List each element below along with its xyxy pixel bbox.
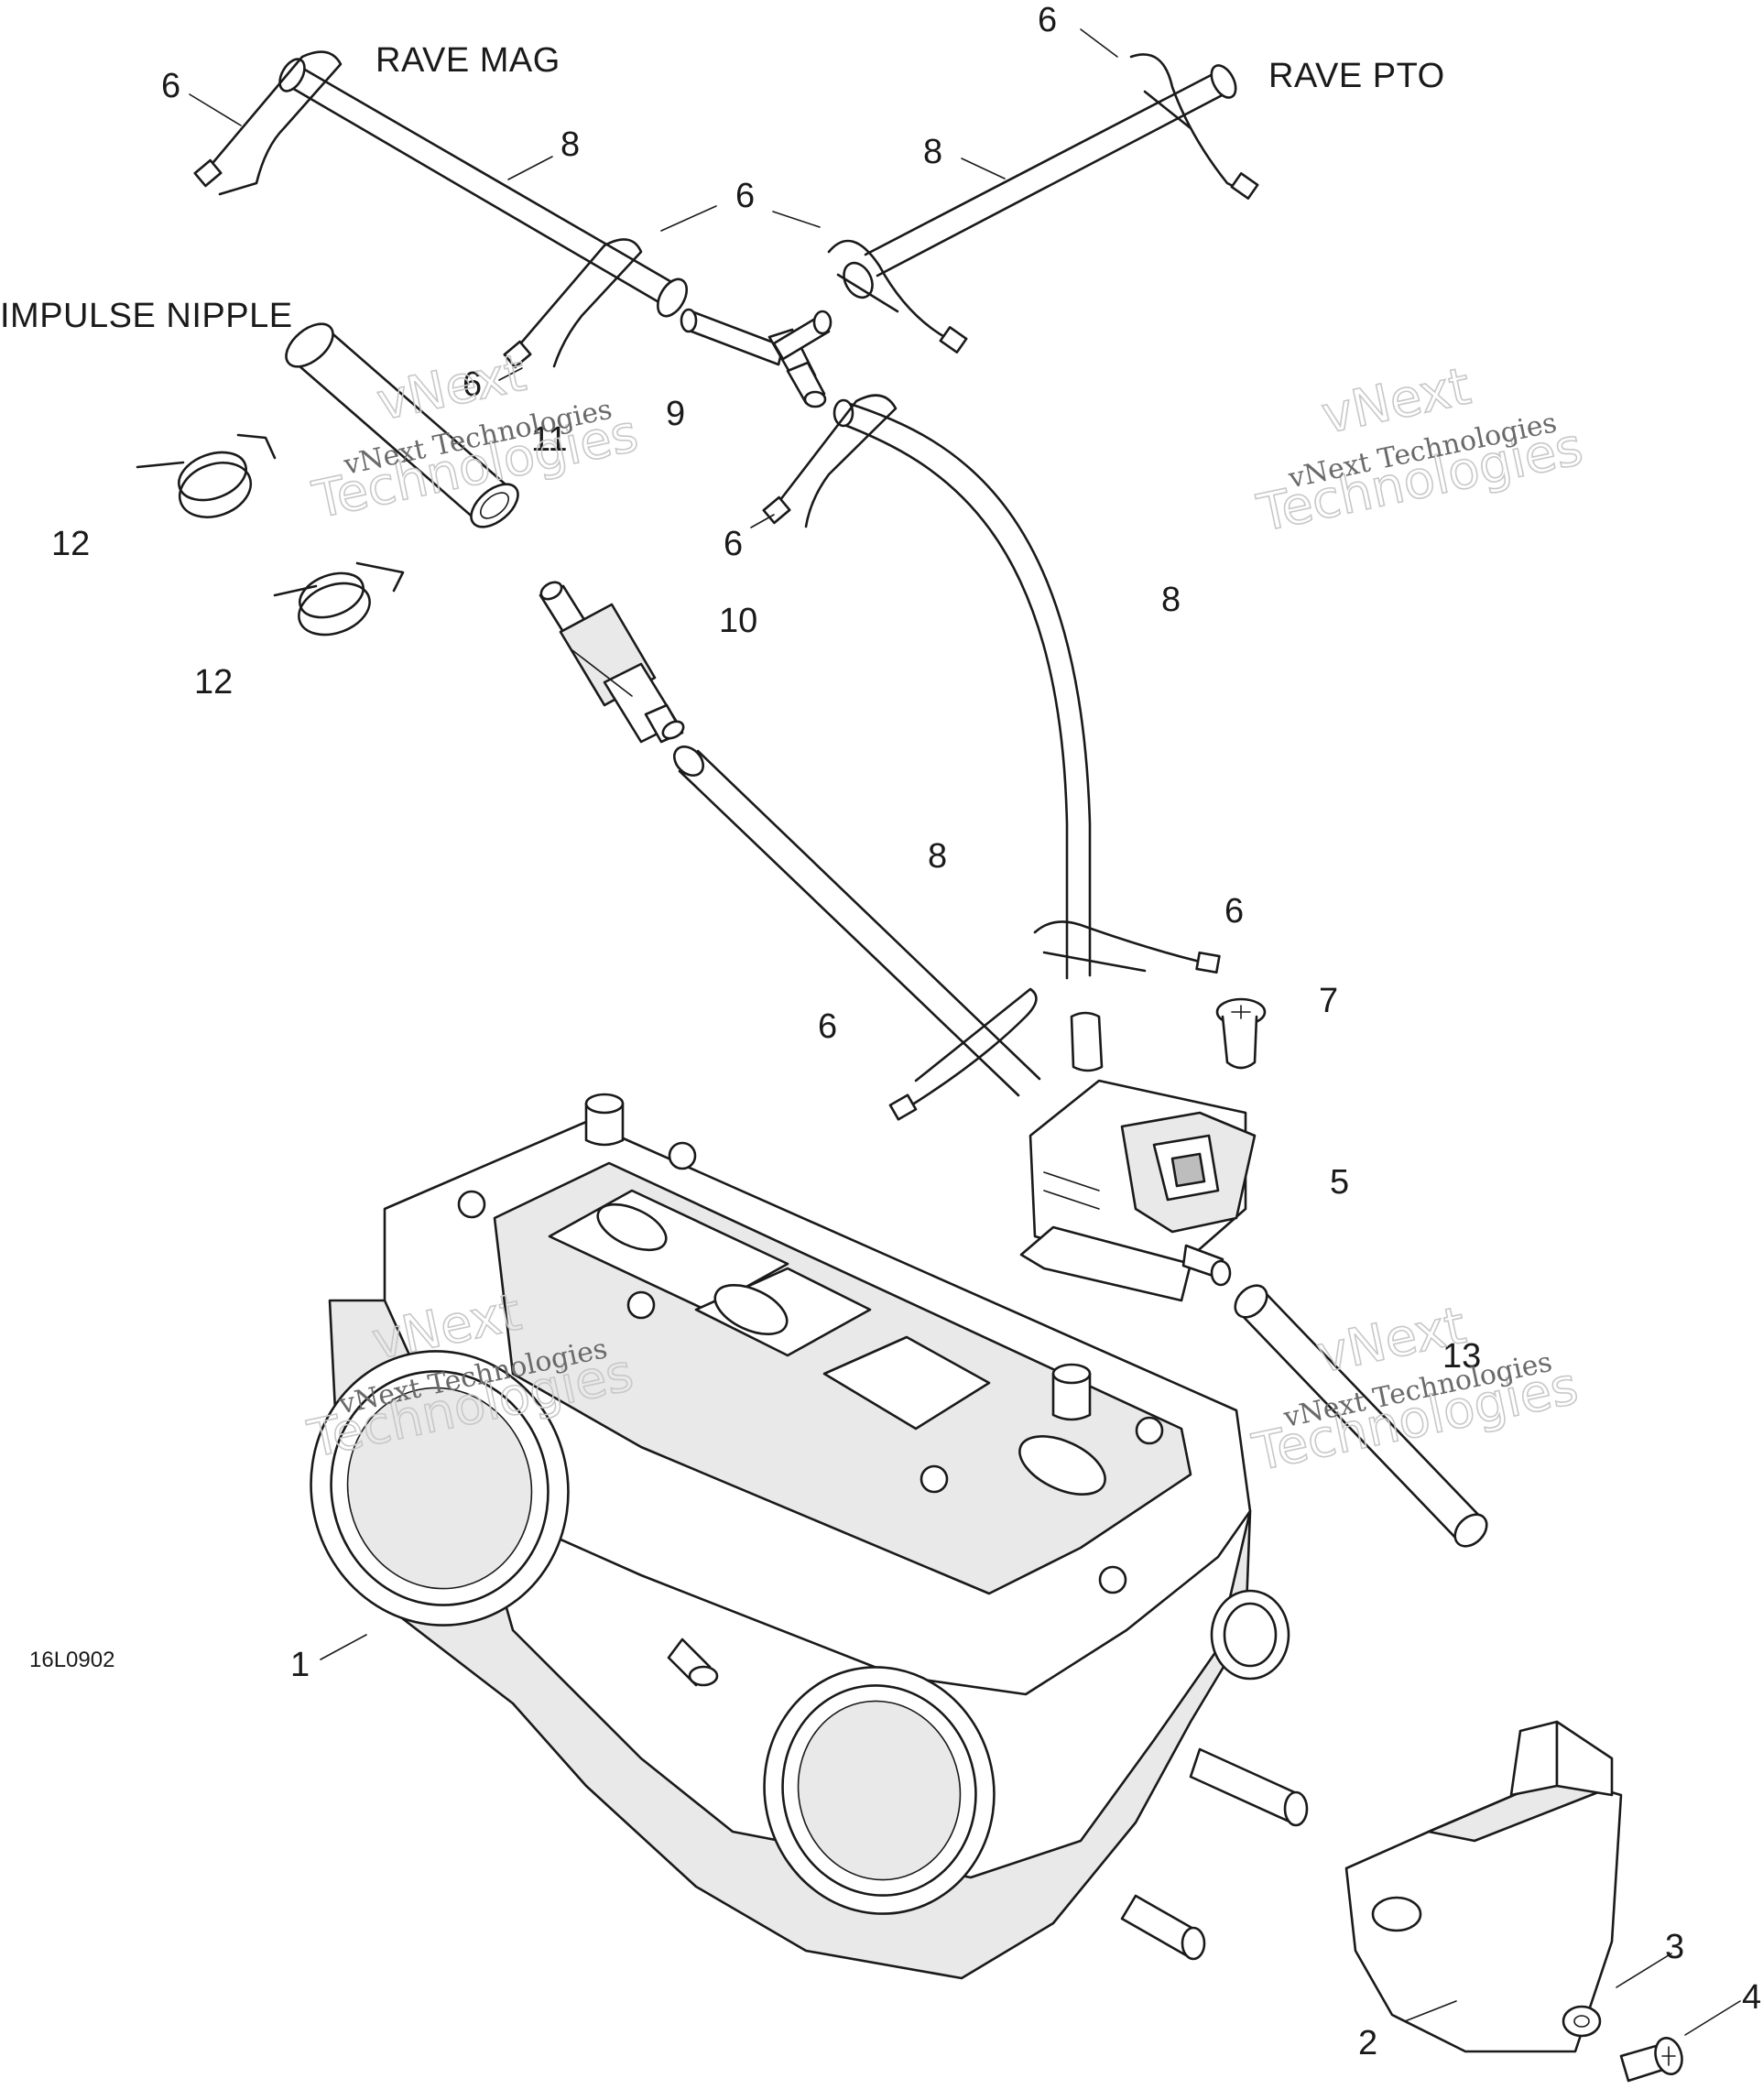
callout-8: 8 — [1161, 581, 1181, 619]
check-valve[interactable] — [539, 579, 687, 744]
cable-tie-1[interactable] — [193, 50, 343, 196]
callout-7: 7 — [1319, 982, 1338, 1020]
drawing-code: 16L0902 — [29, 1648, 114, 1672]
callout-1: 1 — [290, 1646, 310, 1684]
hose-rave-pto[interactable] — [838, 61, 1240, 302]
watermark-4: vNext Technologies vNext Technologies — [1246, 1295, 1583, 1484]
callout-6: 6 — [724, 525, 743, 563]
hose-clip-lower[interactable] — [273, 561, 405, 644]
hose-clip-upper[interactable] — [136, 433, 277, 527]
leader-lines — [189, 28, 1741, 2036]
callout-3: 3 — [1665, 1928, 1684, 1966]
callout-6: 6 — [735, 177, 755, 215]
rave-solenoid[interactable] — [1019, 1011, 1257, 1302]
callout-8: 8 — [923, 133, 942, 171]
callout-8: 8 — [560, 125, 580, 164]
callout-13: 13 — [1442, 1337, 1481, 1376]
caption-rave-pto: RAVE PTO — [1268, 57, 1445, 95]
callout-8: 8 — [928, 837, 947, 876]
screw-tps[interactable] — [1619, 2035, 1686, 2083]
watermark-2: vNext Technologies vNext Technologies — [1252, 356, 1589, 545]
hose-lower[interactable] — [669, 741, 1041, 1097]
caption-impulse-nipple: IMPULSE NIPPLE — [0, 297, 293, 335]
cable-tie-2[interactable] — [1129, 53, 1259, 200]
tps-sensor[interactable] — [1344, 1720, 1623, 2053]
callout-9: 9 — [666, 395, 685, 433]
cable-tie-6[interactable] — [1033, 920, 1221, 974]
cable-tie-7[interactable] — [888, 987, 1038, 1121]
callout-6: 6 — [1224, 892, 1244, 930]
cable-tie-5[interactable] — [762, 394, 898, 528]
washer[interactable] — [1562, 2005, 1602, 2038]
callout-12: 12 — [51, 525, 90, 563]
callout-12: 12 — [194, 663, 233, 702]
callout-numbers: 6 6 8 8 6 6 9 11 6 12 12 10 8 8 6 7 6 5 … — [51, 1, 1761, 2062]
screw-solenoid[interactable] — [1215, 997, 1267, 1070]
callout-6: 6 — [463, 365, 482, 404]
hose-to-solenoid[interactable] — [833, 398, 1092, 980]
cable-tie-3[interactable] — [503, 238, 643, 369]
callout-6: 6 — [818, 1007, 837, 1046]
tee-fitting[interactable] — [680, 308, 833, 408]
hose-13[interactable] — [1229, 1279, 1493, 1552]
impulse-hose[interactable] — [278, 316, 526, 536]
callout-6: 6 — [161, 67, 180, 105]
callout-6: 6 — [1038, 1, 1057, 39]
cable-tie-4[interactable] — [827, 239, 968, 354]
caption-rave-mag: RAVE MAG — [375, 41, 560, 80]
callout-11: 11 — [531, 420, 567, 459]
throttle-body[interactable] — [286, 1093, 1309, 1980]
hose-rave-mag[interactable] — [275, 55, 692, 321]
callout-4: 4 — [1742, 1978, 1761, 2017]
callout-2: 2 — [1358, 2024, 1377, 2062]
callout-5: 5 — [1330, 1163, 1349, 1202]
callout-10: 10 — [719, 602, 757, 640]
